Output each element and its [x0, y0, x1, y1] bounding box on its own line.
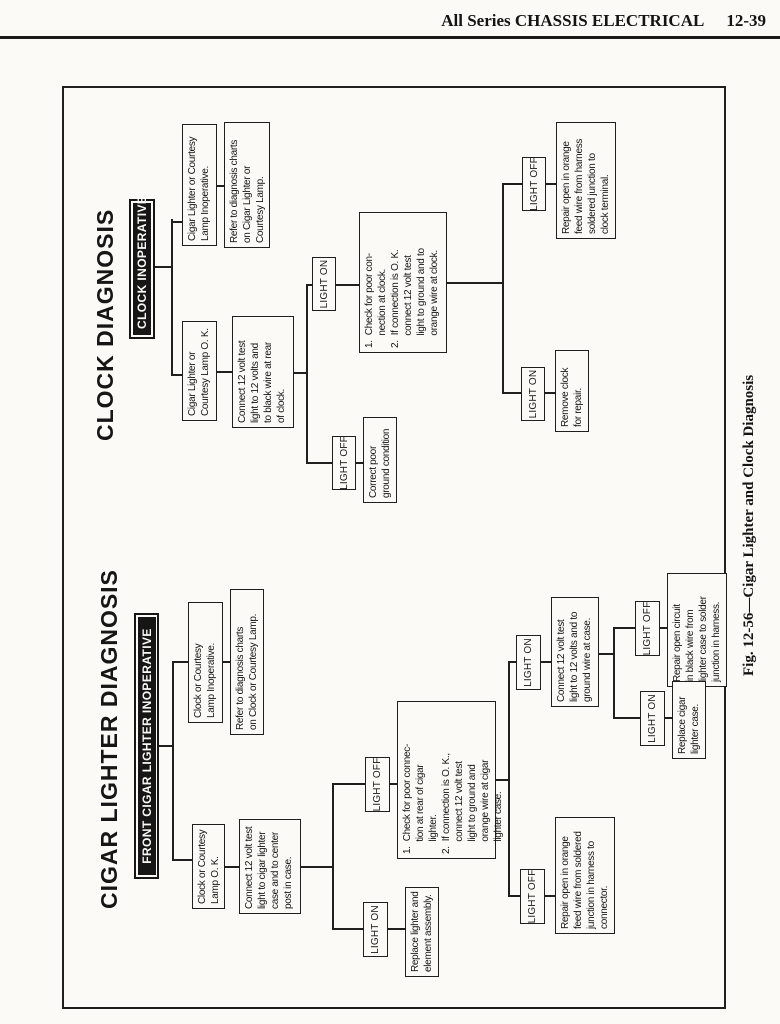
connector	[159, 745, 172, 747]
connector	[613, 627, 635, 629]
flow-box-cigar-lamp-inoperative: Clock or Courtesy Lamp Inoperative.	[188, 602, 223, 723]
cigar-root-box: FRONT CIGAR LIGHTER INOPERATIVE	[134, 613, 159, 879]
clock-chart-title: CLOCK DIAGNOSIS	[92, 208, 118, 441]
connector	[217, 185, 224, 187]
light-on-label: LIGHT ON	[640, 691, 665, 746]
connector	[508, 661, 516, 663]
flow-box-remove-clock: Remove clock for repair.	[555, 350, 589, 432]
flow-box-repair-feed-wire: Repair open in orange feed wire from sol…	[555, 817, 615, 934]
flow-box-repair-orange-wire: Repair open in orange feed wire from har…	[556, 122, 616, 239]
connector	[306, 462, 332, 464]
connector	[217, 371, 232, 373]
connector	[171, 374, 182, 376]
connector	[306, 284, 308, 464]
cigar-chart-title: CIGAR LIGHTER DIAGNOSIS	[96, 569, 122, 909]
flow-box-connect-case: Connect 12 volt test light to 12 volts a…	[551, 597, 599, 707]
flow-box-clock-lamp-ok: Cigar Lighter or Courtesy Lamp O. K.	[182, 321, 217, 421]
flow-box-clock-lamp-inoperative: Cigar Lighter or Courtesy Lamp Inoperati…	[182, 124, 217, 246]
connector	[172, 661, 188, 663]
connector	[508, 895, 520, 897]
light-off-label: LIGHT OFF	[332, 436, 356, 490]
clock-root-label: CLOCK INOPERATIVE	[133, 196, 151, 335]
connector	[294, 372, 306, 374]
connector	[390, 783, 397, 785]
figure-caption: Fig. 12-56—Cigar Lighter and Clock Diagn…	[741, 374, 757, 676]
flow-box-correct-ground: Correct poor ground condition	[363, 417, 397, 503]
connector	[508, 661, 510, 897]
light-on-label: LIGHT ON	[516, 635, 541, 690]
connector	[223, 661, 230, 663]
connector	[496, 779, 508, 781]
light-off-label: LIGHT OFF	[522, 157, 546, 211]
connector	[332, 783, 365, 785]
header-rule	[0, 36, 780, 39]
clock-root-box: CLOCK INOPERATIVE	[129, 196, 155, 339]
connector	[171, 219, 173, 376]
light-off-label: LIGHT OFF	[635, 601, 660, 656]
flow-box-clock-refer-charts: Refer to diagnosis charts on Cigar Light…	[224, 122, 270, 248]
light-off-label: LIGHT OFF	[365, 757, 390, 812]
connector	[155, 266, 171, 268]
connector	[388, 928, 405, 930]
flow-box-clock-connect-test: Connect 12 volt test light to 12 volts a…	[232, 316, 294, 428]
connector	[332, 783, 334, 930]
header-page-number: 12-39	[726, 11, 766, 30]
connector	[301, 866, 332, 868]
connector	[356, 462, 363, 464]
connector	[613, 627, 615, 719]
flowchart-canvas: CIGAR LIGHTER DIAGNOSIS FRONT CIGAR LIGH…	[64, 88, 727, 1007]
connector	[172, 661, 174, 861]
connector	[225, 866, 239, 868]
page-header: All Series CHASSIS ELECTRICAL 12-39	[441, 11, 766, 31]
connector	[599, 653, 613, 655]
flow-box-repair-circuit: Repair open circuit in black wire from l…	[667, 573, 727, 687]
connector	[545, 392, 555, 394]
connector	[660, 627, 667, 629]
flow-box-cigar-refer-charts: Refer to diagnosis charts on Clock or Co…	[230, 589, 264, 735]
connector	[546, 183, 556, 185]
flow-box-replace-case: Replace cigar lighter case.	[672, 681, 706, 759]
flow-box-cigar-check-steps: 1. Check for poor connec- tion at rear o…	[397, 701, 504, 859]
flow-box-replace-lighter: Replace lighter and element assembly.	[405, 887, 439, 977]
connector	[171, 221, 182, 223]
connector	[541, 661, 551, 663]
flow-box-cigar-lamp-ok: Clock or Courtesy Lamp O. K.	[192, 824, 225, 909]
figure-border: CIGAR LIGHTER DIAGNOSIS FRONT CIGAR LIGH…	[62, 86, 727, 1009]
connector	[447, 282, 502, 284]
connector	[502, 183, 522, 185]
light-on-label: LIGHT ON	[312, 257, 336, 311]
cigar-root-label: FRONT CIGAR LIGHTER INOPERATIVE	[138, 617, 156, 875]
connector	[502, 183, 504, 394]
header-title: All Series CHASSIS ELECTRICAL	[441, 11, 705, 30]
connector	[665, 717, 672, 719]
light-off-label: LIGHT OFF	[520, 869, 545, 924]
connector	[545, 895, 555, 897]
flow-box-cigar-connect-test: Connect 12 volt test light to cigar ligh…	[239, 819, 301, 914]
connector	[502, 392, 521, 394]
connector	[332, 928, 363, 930]
connector	[336, 284, 359, 286]
connector	[172, 859, 192, 861]
light-on-label: LIGHT ON	[363, 902, 388, 957]
light-on-label: LIGHT ON	[521, 367, 545, 421]
flow-box-clock-check-steps: 1. Check for poor con- nection at clock.…	[359, 212, 447, 353]
connector	[613, 717, 640, 719]
